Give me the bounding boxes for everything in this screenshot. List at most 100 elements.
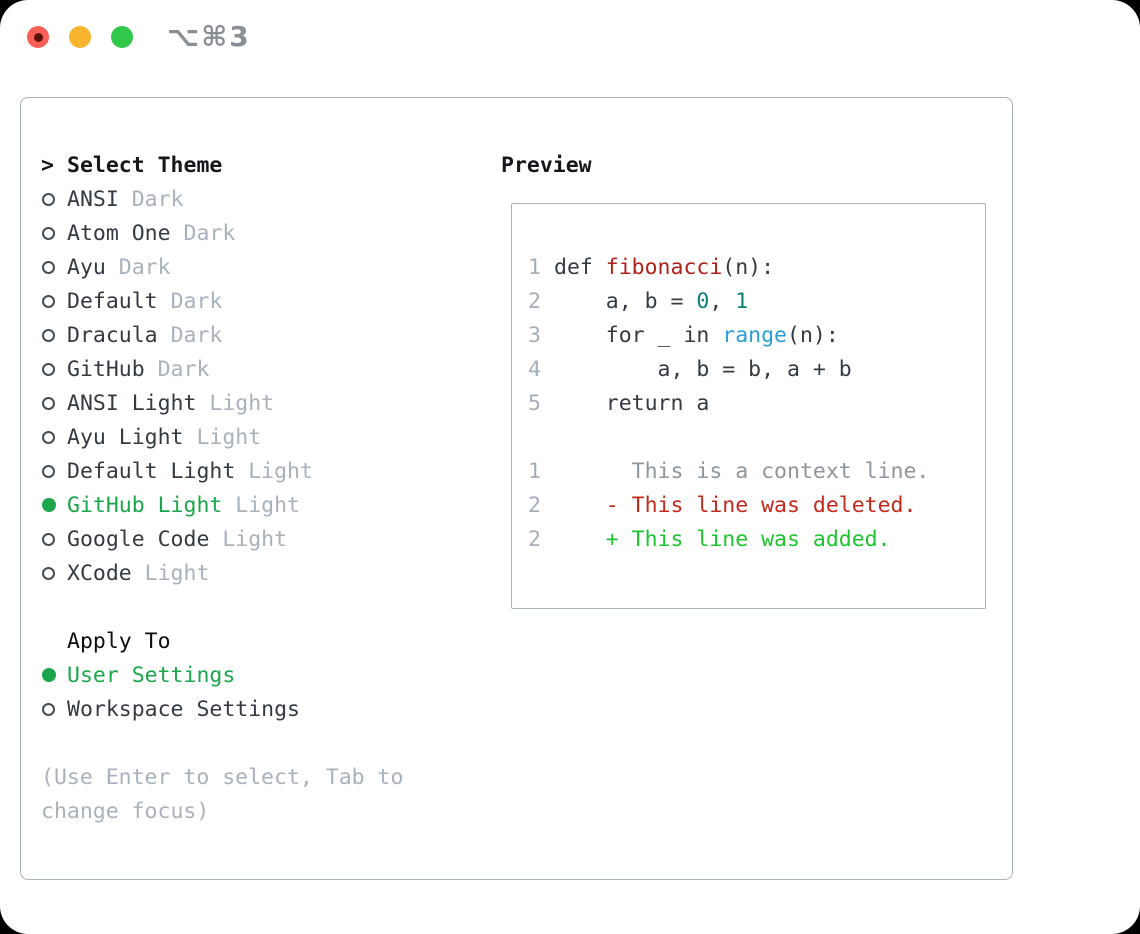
- radio-icon[interactable]: [42, 532, 55, 546]
- radio-icon[interactable]: [42, 260, 55, 274]
- code-segment-context: This is a context line.: [554, 459, 930, 484]
- radio-icon[interactable]: [42, 226, 55, 240]
- line-number: 2: [528, 289, 541, 314]
- code-segment-number: 1: [735, 289, 749, 314]
- apply-option-workspace-settings[interactable]: Workspace Settings: [41, 693, 461, 727]
- radio-icon[interactable]: [42, 430, 55, 444]
- theme-list-title: Select Theme: [67, 153, 223, 178]
- line-number: 2: [528, 527, 541, 552]
- radio-icon[interactable]: [42, 396, 55, 410]
- minimize-button-icon[interactable]: [69, 26, 91, 48]
- variant-tag: Dark: [118, 255, 171, 280]
- radio-icon[interactable]: [42, 192, 55, 206]
- line-number: 3: [528, 323, 541, 348]
- theme-list-header: > Select Theme: [41, 149, 461, 183]
- option-label: Default: [67, 289, 171, 314]
- code-line: 4 a, b = b, a + b: [528, 353, 985, 387]
- option-label: ANSI Light: [67, 391, 210, 416]
- code-segment-code: ,: [709, 289, 736, 314]
- option-label: User Settings: [67, 663, 236, 688]
- option-label: GitHub: [67, 357, 158, 382]
- radio-icon[interactable]: [42, 362, 55, 376]
- code-segment-builtin: range: [722, 323, 788, 348]
- code-line: 3 for _ in range(n):: [528, 319, 985, 353]
- option-label: GitHub Light: [67, 493, 236, 518]
- theme-option-ansi[interactable]: ANSI Dark: [41, 183, 461, 217]
- help-text: (Use Enter to select, Tab to change focu…: [41, 765, 404, 824]
- option-label: ANSI: [67, 187, 132, 212]
- theme-option-default[interactable]: Default Dark: [41, 285, 461, 319]
- code-segment-function: fibonacci: [605, 255, 723, 280]
- radio-icon[interactable]: [42, 566, 55, 580]
- option-label: XCode: [67, 561, 145, 586]
- title-bar: ⌥⌘3: [0, 0, 1140, 76]
- code-line: 2 - This line was deleted.: [528, 489, 985, 523]
- theme-option-ayu-light[interactable]: Ayu Light Light: [41, 421, 461, 455]
- option-label: Ayu Light: [67, 425, 197, 450]
- code-segment-code: (n):: [722, 255, 775, 280]
- code-segment-code: (n):: [787, 323, 839, 348]
- variant-tag: Dark: [183, 221, 236, 246]
- variant-tag: Light: [144, 561, 210, 586]
- option-label: Ayu: [67, 255, 119, 280]
- code-segment-deleted: - This line was deleted.: [554, 493, 917, 518]
- window-shortcut-label: ⌥⌘3: [167, 20, 251, 53]
- variant-tag: Light: [235, 493, 301, 518]
- apply-to-header: Apply To: [41, 625, 461, 659]
- theme-list: > Select Theme ANSI Dark Atom One Dark Ay…: [41, 149, 461, 829]
- theme-option-xcode[interactable]: XCode Light: [41, 557, 461, 591]
- radio-icon[interactable]: [42, 668, 56, 682]
- radio-icon[interactable]: [42, 294, 55, 308]
- code-line: 1 def fibonacci(n):: [528, 251, 985, 285]
- code-line: 5 return a: [528, 387, 985, 421]
- apply-option-user-settings[interactable]: User Settings: [41, 659, 461, 693]
- variant-tag: Dark: [170, 289, 223, 314]
- code-segment-code: a, b = b, a + b: [554, 357, 852, 382]
- code-segment-code: return a: [554, 391, 710, 416]
- line-number: 4: [528, 357, 541, 382]
- spacer: [41, 591, 461, 625]
- theme-option-ansi-light[interactable]: ANSI Light Light: [41, 387, 461, 421]
- close-dot-icon: [34, 33, 43, 42]
- line-number: 5: [528, 391, 541, 416]
- theme-option-google-code[interactable]: Google Code Light: [41, 523, 461, 557]
- theme-options: ANSI Dark Atom One Dark Ayu Dark Default…: [41, 183, 461, 591]
- radio-icon[interactable]: [42, 498, 56, 512]
- zoom-button-icon[interactable]: [111, 26, 133, 48]
- line-number: 1: [528, 255, 541, 280]
- theme-option-ayu[interactable]: Ayu Dark: [41, 251, 461, 285]
- radio-icon[interactable]: [42, 702, 55, 716]
- theme-option-github[interactable]: GitHub Dark: [41, 353, 461, 387]
- spacer: [528, 421, 985, 455]
- theme-option-github-light[interactable]: GitHub Light Light: [41, 489, 461, 523]
- apply-to-options: User Settings Workspace Settings: [41, 659, 461, 727]
- code-segment-code: for _ in: [554, 323, 723, 348]
- option-label: Atom One: [67, 221, 184, 246]
- radio-icon[interactable]: [42, 328, 55, 342]
- option-label: Google Code: [67, 527, 223, 552]
- line-number: 1: [528, 459, 541, 484]
- code-segment-code: def: [554, 255, 606, 280]
- line-number: 2: [528, 493, 541, 518]
- variant-tag: Light: [209, 391, 275, 416]
- variant-tag: Light: [248, 459, 313, 484]
- theme-option-dracula[interactable]: Dracula Dark: [41, 319, 461, 353]
- option-label: Default Light: [67, 459, 249, 484]
- radio-icon[interactable]: [42, 464, 55, 478]
- prompt-icon: >: [41, 153, 54, 178]
- preview-title: Preview: [501, 153, 592, 178]
- spacer: [41, 727, 461, 761]
- code-line: 2 + This line was added.: [528, 523, 985, 557]
- code-line: 2 a, b = 0, 1: [528, 285, 985, 319]
- code-segment-code: a, b =: [554, 289, 697, 314]
- variant-tag: Light: [196, 425, 262, 450]
- code-segment-number: 0: [696, 289, 710, 314]
- theme-option-default-light[interactable]: Default Light Light: [41, 455, 461, 489]
- theme-option-atom-one[interactable]: Atom One Dark: [41, 217, 461, 251]
- option-label: Workspace Settings: [67, 697, 300, 722]
- variant-tag: Light: [222, 527, 288, 552]
- close-button-icon[interactable]: [27, 26, 49, 48]
